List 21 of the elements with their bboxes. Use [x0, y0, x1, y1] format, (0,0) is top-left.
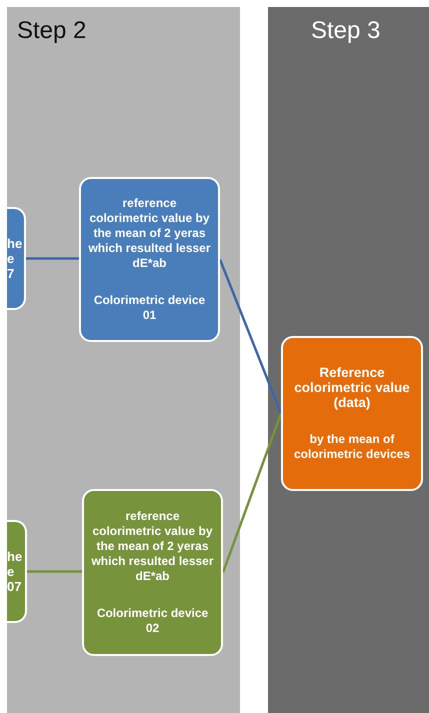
cropped-box — [7, 207, 26, 310]
connector-line — [218, 259, 282, 414]
cropped-text: he e 7 — [7, 236, 22, 281]
step-panel — [7, 7, 240, 713]
cropped-text: he e 07 — [7, 549, 22, 594]
box-text: reference colorimetric value by the mean of 2 yeras which resulted lesser dE*ab — [88, 196, 211, 271]
result-box — [281, 336, 423, 491]
box-subtext: Colorimetric device 02 — [96, 606, 210, 636]
box-text: Reference colorimetric value (data) — [293, 365, 411, 410]
step-heading: Step 3 — [311, 16, 380, 46]
connector-line — [26, 257, 79, 260]
box-text: reference colorimetric value by the mean of 2 yeras which resulted lesser dE*ab — [91, 509, 214, 584]
process-box — [79, 177, 220, 342]
process-box — [82, 489, 223, 656]
connector-line — [222, 413, 282, 573]
cropped-box — [7, 520, 27, 623]
box-subtext: by the mean of colorimetric devices — [292, 432, 412, 462]
connector-line — [27, 570, 82, 573]
step-heading: Step 2 — [17, 16, 86, 46]
box-subtext: Colorimetric device 01 — [92, 293, 206, 323]
step-panel — [268, 7, 429, 713]
